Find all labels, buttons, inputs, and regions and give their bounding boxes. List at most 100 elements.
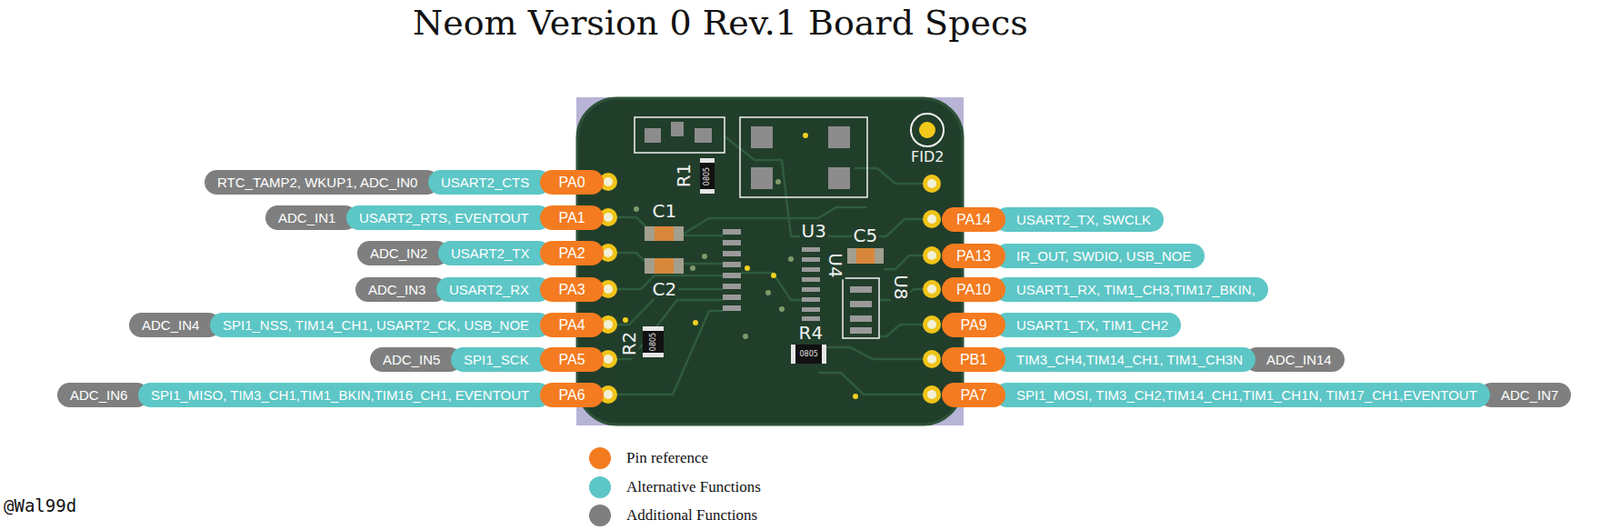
pin-hole — [603, 354, 613, 364]
capacitor-symbol — [654, 258, 674, 274]
copper-trace — [608, 136, 932, 395]
via — [690, 265, 696, 271]
pin-label: SPI1_MOSI, TIM3_CH2,TIM14_CH1,TIM1_CH1N,… — [1016, 387, 1478, 403]
resistor-symbol — [700, 162, 715, 190]
pin-label: PA13 — [956, 248, 991, 264]
capacitor-symbol — [847, 248, 884, 264]
ic-pad — [722, 283, 741, 290]
pin-label: USART2_RTS, EVENTOUT — [359, 210, 530, 226]
alternative-functions-pill: USART2_TX — [438, 240, 551, 266]
additional-functions-pill: ADC_IN2 — [357, 240, 450, 266]
component-footprint — [634, 117, 880, 339]
via — [852, 393, 859, 400]
fiducial — [910, 113, 944, 147]
component-footprint — [850, 315, 872, 322]
pin-label: PA14 — [956, 211, 991, 228]
copper-trace — [818, 372, 932, 395]
pin-hole — [603, 248, 613, 258]
via — [802, 132, 809, 139]
fiducial — [919, 121, 936, 139]
component-footprint — [750, 167, 773, 190]
additional-functions-pill: ADC_IN6 — [57, 382, 150, 408]
pin-reference-pill: PA14 — [941, 207, 1006, 232]
additional-functions-pill: ADC_IN1 — [265, 205, 358, 230]
copper-trace — [724, 136, 802, 237]
copper-trace — [608, 300, 723, 360]
component-footprint — [644, 128, 661, 143]
pin-label: USART2_RX — [449, 281, 530, 298]
pin-label: USART1_RX, TIM1_CH3,TIM17_BKIN, — [1016, 281, 1256, 298]
alternative-functions-pill: USART2_TX, SWCLK — [994, 207, 1164, 232]
pin-label: ADC_IN14 — [1266, 351, 1332, 368]
pin-reference-pill: PA3 — [540, 277, 604, 302]
pin-hole — [603, 320, 613, 330]
silkscreen-label: C5 — [851, 225, 880, 246]
resistor-symbol — [642, 326, 664, 358]
part-marking: 0805 — [703, 165, 711, 186]
pin-label: RTC_TAMP2, WKUP1, ADC_IN0 — [217, 174, 418, 190]
silkscreen-label: FID2 — [909, 149, 946, 166]
pin-label: PA3 — [558, 281, 585, 298]
via — [788, 256, 794, 262]
via — [692, 320, 699, 326]
legend-text: Additional Functions — [626, 506, 758, 525]
ic-pad — [801, 287, 820, 292]
silkscreen-label: U4 — [824, 250, 845, 280]
pin-label: ADC_IN4 — [141, 317, 200, 333]
alternative-functions-pill: SPI1_NSS, TIM14_CH1, USART2_CK, USB_NOE — [210, 312, 551, 338]
board-outline — [576, 97, 964, 426]
pin-label: PA6 — [558, 387, 585, 403]
additional-functions-pill: ADC_IN3 — [355, 277, 448, 302]
pin-label: SPI1_MISO, TIM3_CH1,TIM1_BKIN,TIM16_CH1,… — [150, 387, 530, 403]
fiducial — [910, 113, 944, 147]
resistor-symbol — [795, 344, 822, 364]
copper-trace — [683, 207, 868, 234]
copper-trace — [608, 310, 723, 395]
ic-pad — [801, 247, 820, 252]
pin-reference-pill: PA6 — [540, 382, 604, 408]
pin-hole — [599, 172, 941, 404]
pin-reference-pill: PA5 — [540, 347, 604, 372]
pin-label: PA1 — [558, 210, 585, 226]
author-watermark: @Wal99d — [3, 497, 77, 515]
ic-pad — [722, 250, 741, 257]
component-footprint — [850, 327, 872, 334]
pin-hole — [927, 390, 937, 400]
ic-pad — [801, 277, 820, 282]
additional-functions-pill: ADC_IN7 — [1479, 382, 1571, 408]
via — [765, 290, 771, 296]
via — [775, 179, 781, 185]
pin-reference-pill: PA13 — [941, 243, 1006, 269]
component-footprint — [634, 117, 725, 153]
ic-pad — [801, 316, 820, 321]
legend-swatch — [589, 447, 611, 470]
capacitor-symbol — [856, 248, 875, 264]
silkscreen-label: C1 — [650, 200, 680, 221]
alternative-functions-pill: USART1_RX, TIM1_CH3,TIM17_BKIN, — [994, 277, 1269, 302]
pin-hole — [922, 315, 941, 334]
via — [770, 272, 777, 279]
pin-label: SPI1_SCK — [463, 351, 530, 368]
pin-label: ADC_IN6 — [70, 387, 128, 403]
pin-hole — [927, 250, 937, 260]
legend-text: Alternative Functions — [626, 478, 761, 497]
pin-label: ADC_IN7 — [1500, 387, 1559, 403]
board-outline — [577, 98, 963, 425]
via — [744, 265, 750, 271]
pin-label: PA4 — [558, 317, 585, 333]
via — [742, 333, 749, 340]
legend-text: Pin reference — [626, 449, 709, 468]
pin-hole — [927, 320, 937, 330]
ic-pad — [722, 272, 741, 279]
via — [633, 206, 640, 212]
additional-functions-pill: ADC_IN14 — [1244, 347, 1345, 372]
silkscreen-label: U8 — [890, 272, 910, 301]
pin-label: ADC_IN3 — [368, 281, 426, 298]
silkscreen-label: R1 — [673, 161, 694, 190]
pin-reference-pill: PA1 — [540, 205, 604, 230]
ic-pad — [722, 305, 741, 311]
pin-label: PA5 — [558, 351, 585, 368]
ic-pad — [722, 229, 741, 235]
via — [779, 306, 785, 312]
